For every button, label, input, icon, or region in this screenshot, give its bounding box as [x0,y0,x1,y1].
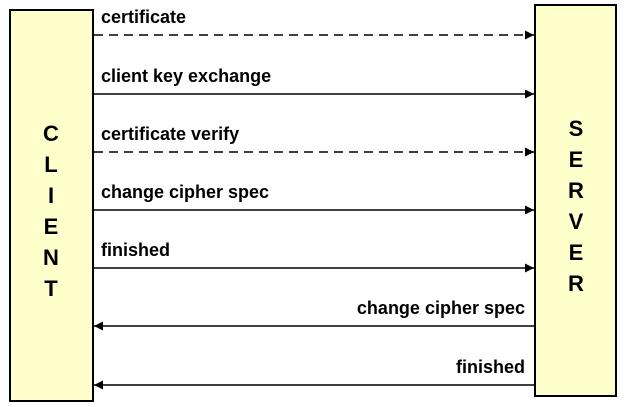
message-3: certificate verify [94,124,534,157]
message-label: change cipher spec [357,298,525,318]
message-2: client key exchange [94,66,534,99]
message-label: certificate [101,7,186,27]
client-box [9,9,94,402]
server-box [534,4,617,397]
message-1: certificate [94,7,534,40]
message-label: finished [101,240,170,260]
message-5: finished [94,240,534,273]
message-label: change cipher spec [101,182,269,202]
message-label: certificate verify [101,124,239,144]
message-6: change cipher spec [94,298,534,331]
message-7: finished [94,357,534,390]
message-4: change cipher spec [94,182,534,215]
message-label: client key exchange [101,66,271,86]
message-list: certificate client key exchange certificat… [94,7,534,390]
message-label: finished [456,357,525,377]
